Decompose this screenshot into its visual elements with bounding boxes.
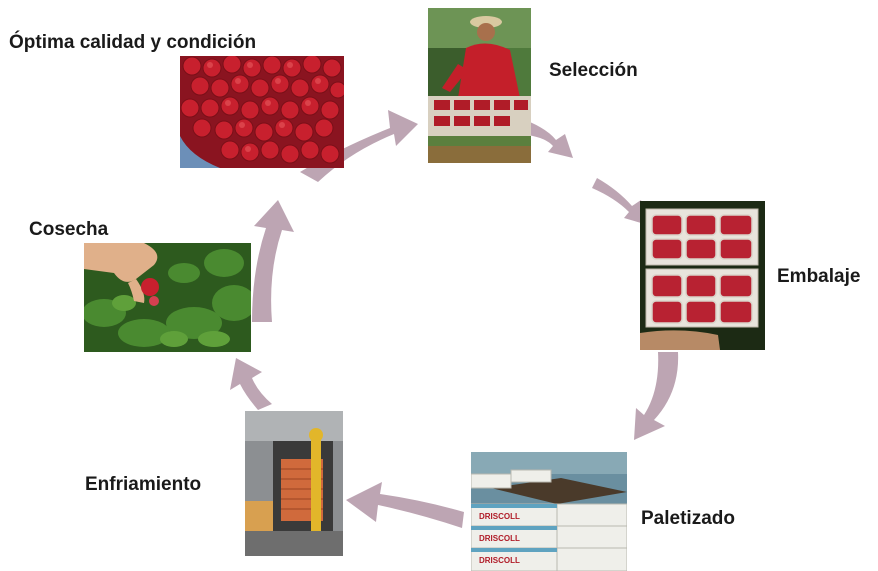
pallet-boxes-photo: DRISCOLL DRISCOLL DRISCOLL [471,452,627,571]
box-brand-text-2: DRISCOLL [479,534,520,543]
label-enfriamiento: Enfriamiento [85,474,202,495]
arrow-seleccion-to-embalaje [528,122,573,158]
clamshell-tray-photo [640,201,765,350]
label-embalaje: Embalaje [777,266,861,287]
arrow-embalaje-to-paletizado [634,352,679,440]
label-optima: Óptima calidad y condición [9,32,257,53]
hand-picking-photo [84,243,251,352]
label-cosecha: Cosecha [29,219,109,240]
label-seleccion: Selección [549,60,638,81]
worker-sorting-photo [428,8,531,163]
arrow-paletizado-to-enfriamiento [346,482,464,528]
box-brand-text-1: DRISCOLL [479,512,520,521]
arrow-enfriamiento-to-cosecha [230,358,272,410]
arrow-cosecha-to-optima [252,200,294,322]
box-brand-text-3: DRISCOLL [479,556,520,565]
arrow-seleccion-to-embalaje-2 [592,178,648,225]
label-paletizado: Paletizado [641,508,735,529]
forklift-cold-room-photo [245,411,343,556]
raspberry-bowl-photo [180,56,344,168]
